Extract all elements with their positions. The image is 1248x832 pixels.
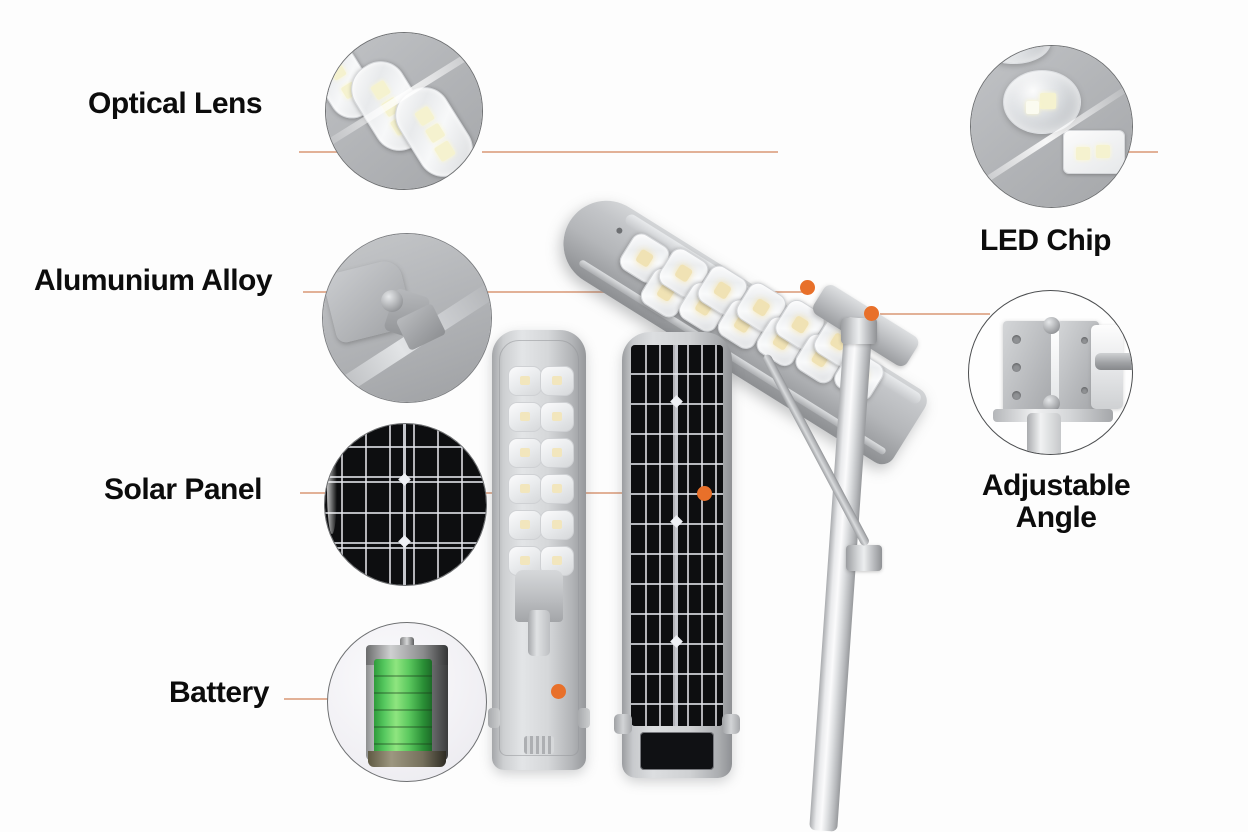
battery-base bbox=[368, 751, 446, 767]
bracket-bolt-top bbox=[1043, 317, 1060, 334]
led-module bbox=[508, 366, 542, 396]
led-module bbox=[508, 474, 542, 504]
label-alumunium-alloy: Alumunium Alloy bbox=[34, 264, 273, 297]
solar-cell-grid bbox=[631, 345, 723, 726]
label-optical-lens: Optical Lens bbox=[88, 87, 263, 120]
front-view-vent bbox=[524, 736, 554, 754]
bracket-pole-stub bbox=[1027, 413, 1061, 454]
bracket-bolt-bottom bbox=[1043, 395, 1060, 412]
led-module bbox=[540, 402, 574, 432]
battery-terminal bbox=[400, 637, 414, 647]
battery-charge-level bbox=[374, 659, 432, 755]
callout-circle-optical-lens bbox=[325, 32, 483, 190]
bracket-rod bbox=[1095, 353, 1132, 370]
led-module bbox=[540, 510, 574, 540]
label-led-chip: LED Chip bbox=[980, 224, 1112, 257]
label-battery: Battery bbox=[169, 676, 269, 709]
light-sensor-icon bbox=[615, 226, 624, 235]
callout-circle-adjustable-angle bbox=[968, 290, 1133, 455]
connector-line-led-chip bbox=[1118, 151, 1158, 153]
callout-circle-led-chip bbox=[970, 45, 1133, 208]
smd-led-package bbox=[1063, 130, 1125, 174]
connector-line-alloy-left bbox=[303, 291, 333, 293]
led-module bbox=[508, 510, 542, 540]
label-adjustable-angle: Adjustable Angle bbox=[981, 469, 1131, 534]
led-module bbox=[508, 438, 542, 468]
callout-dot-adjustable-angle bbox=[864, 306, 879, 321]
integrated-solar-panel bbox=[631, 345, 723, 726]
front-view-inner-outline bbox=[499, 340, 579, 756]
front-view-side-tab-right bbox=[578, 708, 590, 728]
connector-line-solar-right bbox=[482, 492, 704, 494]
callout-circle-battery bbox=[327, 622, 487, 782]
led-module bbox=[540, 438, 574, 468]
callout-dot-alloy bbox=[800, 280, 815, 295]
connector-line-optical-lens-left bbox=[299, 151, 344, 153]
back-view-hinge-left bbox=[614, 714, 632, 734]
alloy-bolt bbox=[381, 290, 403, 312]
connector-line-solar-left bbox=[300, 492, 334, 494]
back-view-lower-panel bbox=[640, 732, 714, 770]
solar-cell-closeup bbox=[325, 424, 486, 585]
pole-collar-upper bbox=[841, 318, 877, 344]
pole-collar-lower bbox=[846, 545, 882, 571]
connector-line-adjustable-angle bbox=[880, 313, 990, 315]
front-view-lamp bbox=[488, 330, 590, 770]
led-module bbox=[540, 474, 574, 504]
led-module bbox=[508, 402, 542, 432]
led-module bbox=[540, 366, 574, 396]
callout-circle-alumunium-alloy bbox=[322, 233, 492, 403]
back-view-solar-lamp bbox=[614, 332, 740, 778]
callout-dot-solar-panel bbox=[697, 486, 712, 501]
front-view-pole-socket bbox=[528, 610, 550, 656]
callout-dot-battery bbox=[551, 684, 566, 699]
back-view-hinge-right bbox=[722, 714, 740, 734]
connector-line-optical-lens-right bbox=[482, 151, 778, 153]
callout-circle-solar-panel bbox=[324, 423, 487, 586]
label-solar-panel: Solar Panel bbox=[104, 473, 262, 506]
connector-line-battery bbox=[284, 698, 332, 700]
front-view-side-tab-left bbox=[488, 708, 500, 728]
